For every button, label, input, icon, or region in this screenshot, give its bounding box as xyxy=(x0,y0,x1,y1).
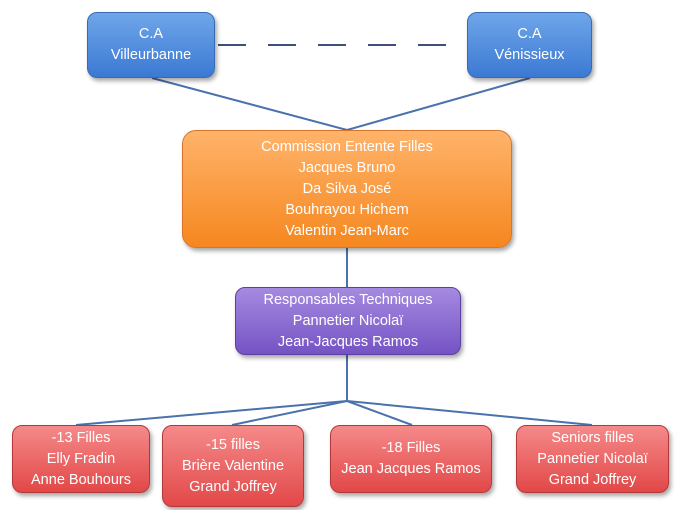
node-u13-member-2: Anne Bouhours xyxy=(31,471,131,488)
node-commission-title: Commission Entente Filles xyxy=(261,138,433,155)
node-ca-villeurbanne-line-2: Villeurbanne xyxy=(110,47,192,63)
node-u15-member-1: Brière Valentine xyxy=(181,457,285,474)
node-ca-villeurbanne: C.A Villeurbanne xyxy=(87,12,215,78)
node-commission-member-1: Jacques Bruno xyxy=(298,159,396,176)
node-seniors-title: Seniors filles xyxy=(551,429,634,446)
node-responsables-member-1: Pannetier Nicolaï xyxy=(292,312,404,329)
node-commission: Commission Entente Filles Jacques Bruno … xyxy=(182,130,512,248)
node-seniors-member-2: Grand Joffrey xyxy=(548,471,637,488)
node-ca-venissieux-line-2: Vénissieux xyxy=(494,47,565,63)
connector-hub-u13 xyxy=(75,400,348,426)
connector-hub-seniors xyxy=(346,400,593,426)
node-u18-member-1: Jean Jacques Ramos xyxy=(341,461,481,477)
node-u15-filles: -15 filles Brière Valentine Grand Joffre… xyxy=(162,425,304,507)
node-ca-venissieux-line-1: C.A xyxy=(517,26,542,42)
node-ca-villeurbanne-line-1: C.A xyxy=(138,26,164,42)
node-u15-title: -15 filles xyxy=(206,436,260,453)
node-commission-member-3: Bouhrayou Hichem xyxy=(285,201,409,218)
connector-hub-u15 xyxy=(231,400,348,426)
connector-villeurbanne-commission xyxy=(151,77,348,131)
node-u13-member-1: Elly Fradin xyxy=(46,450,116,467)
node-ca-venissieux: C.A Vénissieux xyxy=(467,12,592,78)
node-commission-member-2: Da Silva José xyxy=(302,180,392,197)
node-seniors-filles: Seniors filles Pannetier Nicolaï Grand J… xyxy=(516,425,669,493)
node-u18-title: -18 Filles xyxy=(381,440,441,456)
node-u13-title: -13 Filles xyxy=(51,429,111,446)
connector-venissieux-commission xyxy=(346,77,531,131)
node-responsables-title: Responsables Techniques xyxy=(263,291,433,308)
connector-hub-u18 xyxy=(346,400,413,426)
node-u15-member-2: Grand Joffrey xyxy=(189,478,277,495)
node-commission-member-4: Valentin Jean-Marc xyxy=(285,222,409,239)
node-u18-filles: -18 Filles Jean Jacques Ramos xyxy=(330,425,492,493)
node-u13-filles: -13 Filles Elly Fradin Anne Bouhours xyxy=(12,425,150,493)
node-seniors-member-1: Pannetier Nicolaï xyxy=(537,450,648,467)
node-responsables-member-2: Jean-Jacques Ramos xyxy=(277,333,419,350)
node-responsables-techniques: Responsables Techniques Pannetier Nicola… xyxy=(235,287,461,355)
